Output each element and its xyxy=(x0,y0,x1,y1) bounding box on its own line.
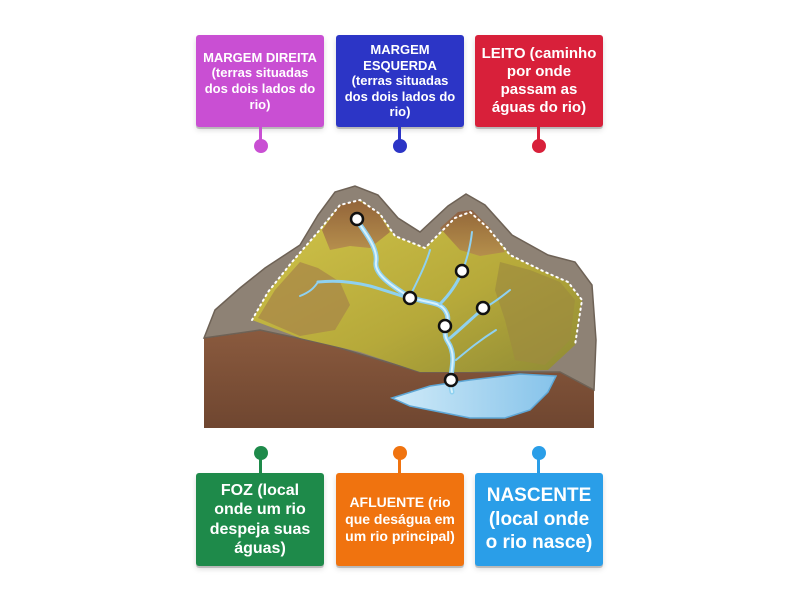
label-text-afluente: AFLUENTE (rio que deságua em um rio prin… xyxy=(345,494,455,544)
label-pin-margem-esquerda[interactable] xyxy=(393,139,407,153)
label-stem xyxy=(537,127,540,141)
answer-marker-1[interactable] xyxy=(349,211,365,227)
label-stem xyxy=(398,127,401,141)
label-pin-leito[interactable] xyxy=(532,139,546,153)
label-stem xyxy=(259,458,262,473)
label-stem xyxy=(537,458,540,473)
answer-marker-6[interactable] xyxy=(443,372,459,388)
lake-mouth xyxy=(389,373,558,419)
label-pin-margem-direita[interactable] xyxy=(254,139,268,153)
label-card-foz[interactable]: FOZ (local onde um rio despeja suas água… xyxy=(196,473,324,566)
answer-markers xyxy=(349,211,491,388)
label-card-margem-direita[interactable]: MARGEM DIREITA (terras situadas dos dois… xyxy=(196,35,324,127)
answer-marker-5[interactable] xyxy=(437,318,453,334)
answer-marker-4[interactable] xyxy=(475,300,491,316)
label-pin-afluente[interactable] xyxy=(393,446,407,460)
label-stem xyxy=(398,458,401,473)
answer-marker-2[interactable] xyxy=(454,263,470,279)
watershed-divide xyxy=(251,198,584,346)
label-text-nascente: NASCENTE (local onde o rio nasce) xyxy=(485,484,593,554)
label-card-leito[interactable]: LEITO (caminho por onde passam as águas … xyxy=(475,35,603,127)
answer-marker-3[interactable] xyxy=(402,290,418,306)
label-card-margem-esquerda[interactable]: MARGEM ESQUERDA (terras situadas dos doi… xyxy=(336,35,464,127)
label-text-margem-direita: MARGEM DIREITA (terras situadas dos dois… xyxy=(203,49,317,112)
label-pin-foz[interactable] xyxy=(254,446,268,460)
label-text-margem-esquerda: MARGEM ESQUERDA (terras situadas dos doi… xyxy=(344,42,456,120)
label-pin-nascente[interactable] xyxy=(532,446,546,460)
label-card-afluente[interactable]: AFLUENTE (rio que deságua em um rio prin… xyxy=(336,473,464,566)
label-card-nascente[interactable]: NASCENTE (local onde o rio nasce) xyxy=(475,473,603,566)
ridge-right xyxy=(495,262,575,365)
label-stem xyxy=(259,127,262,141)
label-text-leito: LEITO (caminho por onde passam as águas … xyxy=(481,45,597,116)
label-text-foz: FOZ (local onde um rio despeja suas água… xyxy=(209,482,311,557)
